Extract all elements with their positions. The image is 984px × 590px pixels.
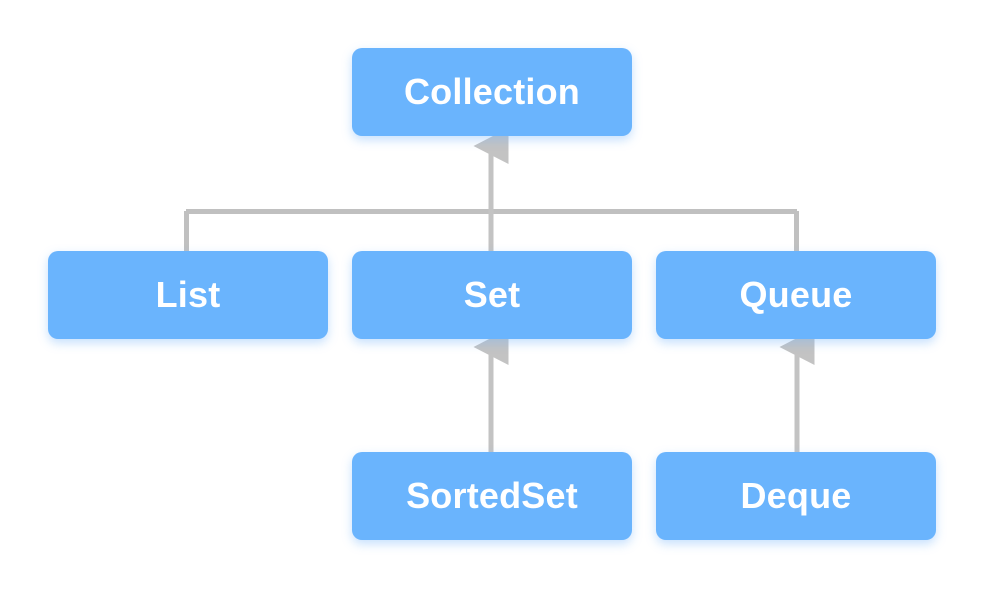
- node-deque[interactable]: Deque: [656, 452, 936, 540]
- node-deque-label: Deque: [740, 475, 852, 516]
- node-collection[interactable]: Collection: [352, 48, 632, 136]
- node-sortedset-label: SortedSet: [406, 475, 578, 516]
- node-queue[interactable]: Queue: [656, 251, 936, 339]
- node-collection-label: Collection: [403, 71, 580, 112]
- node-set-label: Set: [463, 274, 521, 315]
- node-set[interactable]: Set: [352, 251, 632, 339]
- node-queue-label: Queue: [739, 274, 853, 315]
- node-sortedset[interactable]: SortedSet: [352, 452, 632, 540]
- node-list-label: List: [155, 274, 221, 315]
- node-list[interactable]: List: [48, 251, 328, 339]
